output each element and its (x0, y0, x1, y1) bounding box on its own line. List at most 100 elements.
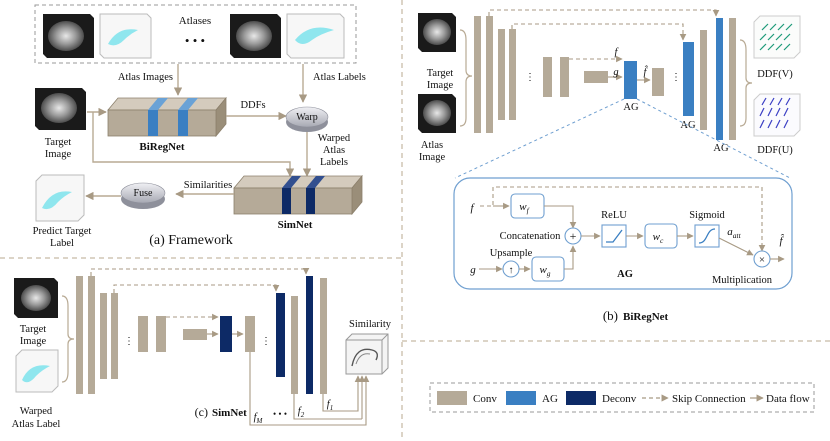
c-conv-5 (138, 316, 148, 352)
biregnet-block (107, 96, 227, 138)
c-f-dots: • • • (273, 409, 287, 419)
c-conv-4 (111, 293, 118, 379)
concat-label: Concatenation (500, 231, 561, 242)
c-target-image (14, 278, 58, 318)
ddf-v-field (753, 15, 801, 59)
ddf-v-label: DDF(V) (757, 69, 793, 80)
simnet-label: SimNet (278, 219, 313, 231)
concat-plus: + (570, 229, 577, 243)
legend-box (429, 382, 815, 413)
c-deconv-2 (276, 293, 285, 377)
c-f2-label: f2 (298, 406, 305, 419)
c-conv-bottleneck (183, 329, 207, 340)
b-conv-6 (560, 57, 569, 97)
c-warped-label-1: Warped (20, 406, 53, 417)
caption-c-prefix: (c) (195, 405, 208, 419)
similarity-cube (345, 333, 389, 375)
b-g-label: g (613, 67, 618, 78)
warp-label: Warp (296, 112, 317, 123)
b-ag-label-2: AG (680, 120, 696, 131)
b-ag-label-3: AG (713, 143, 729, 154)
b-conv-5 (543, 57, 552, 97)
multiplication-label: Multiplication (712, 275, 773, 286)
b-conv-3 (498, 29, 505, 120)
caption-c-name: SimNet (212, 407, 247, 419)
legend-skip: Skip Connection (672, 393, 746, 405)
warped-atlas-labels-2: Atlas (323, 145, 345, 156)
b-conv-7 (652, 68, 664, 96)
ag-detail-box (453, 177, 793, 290)
c-conv-8 (291, 296, 298, 394)
b-fhat-label: f̂ (644, 65, 649, 78)
c-deconv-3 (306, 276, 313, 394)
legend-conv: Conv (473, 393, 497, 405)
multiply-x: × (759, 254, 765, 266)
c-target-label-2: Image (20, 336, 47, 347)
c-conv-1 (76, 276, 83, 394)
c-conv-2 (88, 276, 95, 394)
warped-atlas-labels-1: Warped (318, 133, 351, 144)
atlases-label: Atlases (179, 15, 211, 27)
panel-c-simnet: Target Image Warped Atlas Label ⋮ ⋮ (12, 268, 392, 430)
c-f1-label: f1 (327, 399, 333, 412)
b-ag-block-2 (683, 42, 694, 116)
upsample-label: Upsample (490, 248, 533, 259)
relu-box (601, 224, 627, 248)
legend: Conv AG Deconv Skip Connection Data flow (429, 382, 815, 413)
relu-label: ReLU (601, 210, 627, 221)
legend-swatch-ag (506, 391, 536, 405)
legend-deconv: Deconv (602, 393, 637, 405)
caption-b-name: BiRegNet (623, 311, 669, 323)
target-image-thumbnail (35, 88, 86, 130)
warp-op (285, 106, 329, 132)
predicted-label-thumbnail (35, 174, 85, 222)
biregnet-label: BiRegNet (139, 141, 185, 153)
c-warped-label-2: Atlas Label (12, 419, 61, 430)
fuse-label: Fuse (134, 188, 153, 199)
atlases-dots: • • • (185, 33, 205, 48)
legend-swatch-deconv (566, 391, 596, 405)
b-f-label: f (615, 47, 620, 58)
legend-flow: Data flow (766, 393, 810, 405)
c-warped-label-thumbnail (15, 349, 59, 393)
c-target-label-1: Target (20, 324, 47, 335)
ag-detail-title: AG (617, 269, 633, 280)
atlas-images-label: Atlas Images (118, 72, 173, 83)
legend-swatch-conv (437, 391, 467, 405)
b-target-label-2: Image (427, 80, 454, 91)
atlas-label-n (286, 13, 345, 59)
sigmoid-label: Sigmoid (689, 210, 725, 221)
b-atlas-image (418, 94, 456, 133)
atlases-box (34, 4, 357, 64)
ag-f: f (470, 202, 475, 214)
c-deconv-1 (220, 316, 232, 352)
ddf-u-label: DDF(U) (757, 145, 793, 156)
fuse-op (120, 182, 166, 209)
b-conv-8 (700, 30, 707, 130)
predict-label-1: Predict Target (33, 226, 92, 237)
caption-b-prefix: (b) (603, 308, 618, 323)
b-ag-block-1 (624, 61, 637, 99)
b-ag-label-1: AG (623, 102, 639, 113)
ddfs-label: DDFs (240, 100, 265, 111)
c-dec-dots: ⋮ (261, 336, 271, 347)
c-conv-3 (100, 293, 107, 379)
wc-label: wc (653, 231, 664, 245)
atlas-image-n (230, 14, 281, 58)
panel-b-biregnet: Target Image Atlas Image ⋮ ⋮ f (418, 9, 801, 323)
b-atlas-label-1: Atlas (421, 140, 443, 151)
legend-ag: AG (542, 393, 558, 405)
c-conv-6 (156, 316, 166, 352)
ag-fhat: f̂ (779, 234, 784, 247)
b-target-image (418, 13, 456, 52)
upsample-arrow: ↑ (509, 265, 514, 276)
c-conv-9 (320, 278, 327, 394)
wg-label: wg (539, 264, 550, 278)
c-conv-7 (245, 316, 255, 352)
atlas-labels-label: Atlas Labels (313, 72, 366, 83)
target-image-label-2: Image (45, 149, 72, 160)
warped-atlas-labels-3: Labels (320, 157, 348, 168)
b-atlas-label-2: Image (419, 152, 446, 163)
target-image-label-1: Target (45, 137, 72, 148)
